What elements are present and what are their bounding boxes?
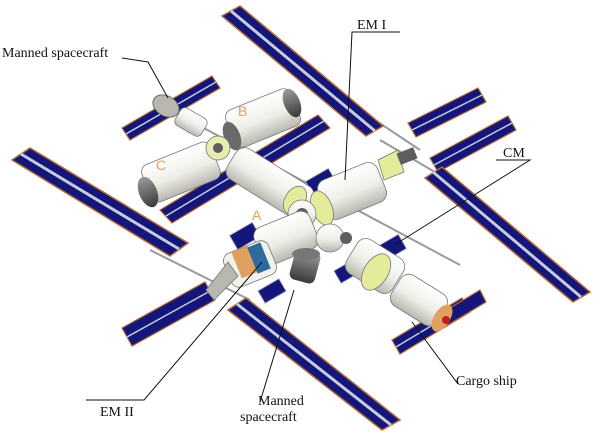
module-letter-c: C	[156, 157, 167, 173]
solar-panel-bottom-left-small	[121, 281, 216, 347]
radiator-tiles	[229, 168, 407, 304]
core-node	[205, 135, 231, 161]
solar-panel-left-large	[10, 147, 190, 257]
manned-spacecraft-top-module	[152, 94, 208, 137]
label-manned-spacecraft-bottom-line1: Manned	[258, 394, 304, 409]
solar-panel-top-large	[220, 5, 385, 137]
solar-panel-upper-right	[407, 87, 517, 173]
label-manned-spacecraft-top: Manned spacecraft	[2, 46, 109, 61]
label-em2: EM II	[100, 405, 134, 420]
module-letter-a: A	[252, 207, 262, 223]
module-b	[222, 88, 302, 151]
label-cm: CM	[503, 146, 525, 161]
core-module-a	[225, 147, 315, 219]
cargo-ship	[389, 273, 453, 332]
solar-panel-right-large	[423, 166, 592, 303]
solar-panel-bottom-large	[226, 297, 402, 431]
module-letter-b: B	[238, 103, 248, 119]
core-module-cm	[344, 238, 406, 294]
module-c	[137, 141, 221, 208]
experiment-module-em2	[205, 240, 277, 301]
junction-node	[315, 223, 352, 253]
label-manned-spacecraft-bottom-line2: spacecraft	[240, 410, 297, 425]
callout-lines	[86, 31, 532, 403]
manned-spacecraft-bottom-module	[289, 248, 321, 284]
experiment-module-em1	[310, 147, 418, 226]
label-cargo-ship: Cargo ship	[456, 374, 517, 389]
label-em1: EM I	[357, 18, 387, 33]
